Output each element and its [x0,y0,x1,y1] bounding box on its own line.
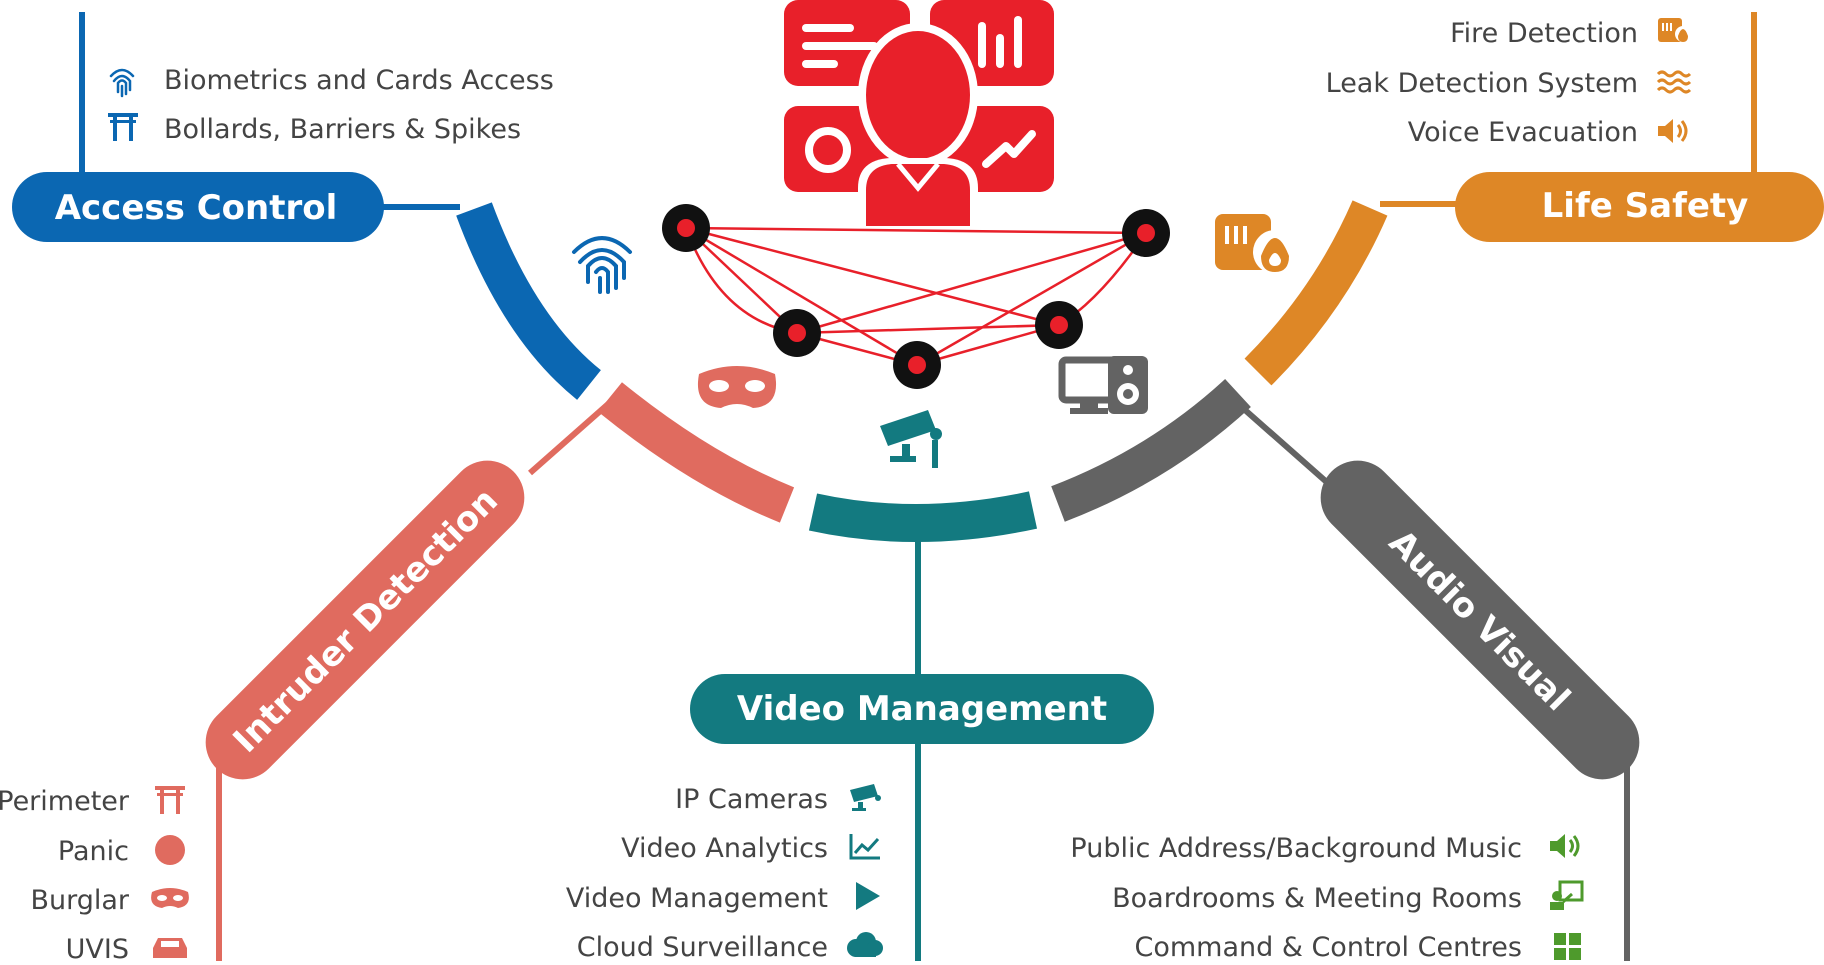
play-icon [856,882,880,910]
video-management-title: Video Management [737,689,1107,729]
access-control-title: Access Control [55,188,338,228]
intruder-detection-items: Perimeter Panic Burglar UVIS [0,786,189,965]
fire-panel-icon [1658,18,1691,42]
audio-visual-connector [1243,407,1332,488]
fingerprint-icon [109,68,135,98]
access-control-items: Biometrics and Cards Access Bollards, Ba… [108,65,554,145]
intruder-item-label: Perimeter [0,786,130,817]
audio-visual-arc [1051,379,1251,522]
network-nodes [662,204,1170,389]
cctv-camera-icon [880,410,942,468]
panic-circle-icon [155,835,185,865]
water-waves-icon [1656,70,1692,94]
intruder-detection-arc [598,382,795,523]
access-item-label: Biometrics and Cards Access [164,65,554,96]
audio-item-label: Public Address/Background Music [1070,833,1522,864]
life-safety-items: Fire Detection Leak Detection System Voi… [1326,18,1692,148]
cctv-camera-icon [850,784,881,811]
burglar-mask-icon [697,366,777,408]
life-safety-pill: Life Safety [1455,172,1824,242]
intruder-item-label: UVIS [66,934,129,961]
network-edges [684,226,1148,367]
video-item-label: IP Cameras [675,784,828,815]
life-safety-arc [1244,200,1388,386]
monitoring-operator-icon [784,0,1054,230]
presenter-icon [1550,880,1584,910]
grid-icon [1554,933,1581,960]
bollard-gate-icon [155,786,185,814]
audio-visual-items: Public Address/Background Music Boardroo… [1070,833,1584,963]
life-safety-item-label: Leak Detection System [1326,68,1638,99]
audio-visual-pill: Audio Visual [1320,460,1640,780]
intruder-detection-pill: Intruder Detection [205,460,525,780]
intruder-detection-title: Intruder Detection [226,481,506,761]
fire-panel-icon [1215,214,1297,274]
access-control-arc [456,202,602,400]
intruder-item-label: Burglar [30,885,129,916]
speaker-icon [1658,119,1688,143]
life-safety-item-label: Fire Detection [1450,18,1638,49]
bollard-gate-icon [108,113,138,141]
car-icon [153,938,187,958]
network-graph-icon [662,204,1170,389]
video-item-label: Video Management [566,883,828,914]
video-item-label: Video Analytics [621,833,828,864]
audio-item-label: Boardrooms & Meeting Rooms [1112,883,1522,914]
access-control-pill: Access Control [12,172,384,242]
life-safety-title: Life Safety [1542,186,1749,226]
analytics-chart-icon [849,834,880,860]
computer-speaker-icon [1058,356,1148,414]
video-item-label: Cloud Surveillance [577,932,828,961]
video-management-pill: Video Management [690,674,1154,744]
speaker-icon [1550,834,1580,858]
access-item-label: Bollards, Barriers & Spikes [164,114,521,145]
video-management-items: IP Cameras Video Analytics Video Managem… [566,784,883,963]
video-management-arc [808,491,1038,543]
connector-lines [79,12,1757,961]
fingerprint-icon [572,236,632,294]
life-safety-item-label: Voice Evacuation [1408,117,1638,148]
arc-segments [456,200,1388,543]
audio-item-label: Command & Control Centres [1134,932,1522,961]
intruder-item-label: Panic [58,836,129,867]
audio-visual-title: Audio Visual [1381,522,1578,719]
cloud-icon [847,932,883,957]
burglar-mask-icon [151,888,189,908]
